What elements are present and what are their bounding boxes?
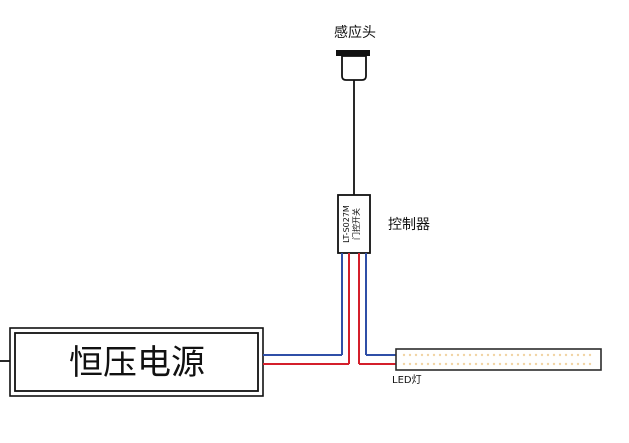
led-dot: [420, 362, 424, 366]
led-dot: [480, 353, 484, 357]
led-dot: [456, 362, 460, 366]
led-dot: [552, 353, 556, 357]
controller-box: LT-S027M 门控开关: [337, 194, 371, 254]
led-dot: [492, 362, 496, 366]
power-supply: 恒压电源: [0, 327, 264, 397]
led-dot: [474, 362, 478, 366]
led-dot: [462, 362, 466, 366]
led-dot: [546, 362, 550, 366]
led-dot: [534, 353, 538, 357]
led-dot: [426, 362, 430, 366]
led-dot: [564, 362, 568, 366]
led-strip: [395, 348, 602, 371]
led-dot: [558, 362, 562, 366]
led-dot: [504, 362, 508, 366]
led-dot: [582, 362, 586, 366]
led-dot: [486, 362, 490, 366]
led-dot: [408, 353, 412, 357]
led-dot: [546, 353, 550, 357]
controller-wires: [341, 253, 367, 364]
led-dot: [432, 353, 436, 357]
led-dot: [540, 362, 544, 366]
led-dot: [474, 353, 478, 357]
led-dot: [528, 362, 532, 366]
controller-model-label: LT-S027M: [342, 205, 351, 243]
led-dot: [462, 353, 466, 357]
led-dot: [438, 353, 442, 357]
led-dot: [444, 362, 448, 366]
led-dot: [564, 353, 568, 357]
led-dot: [498, 353, 502, 357]
led-dot: [402, 362, 406, 366]
led-dot: [486, 353, 490, 357]
led-dot: [522, 353, 526, 357]
led-dot: [552, 362, 556, 366]
led-dot: [540, 353, 544, 357]
led-dot: [528, 353, 532, 357]
power-output-wires: [263, 354, 349, 365]
led-dot: [432, 362, 436, 366]
led-dot: [492, 353, 496, 357]
led-dot: [420, 353, 424, 357]
led-dot: [576, 362, 580, 366]
led-dot: [450, 362, 454, 366]
led-dot: [414, 362, 418, 366]
sensor-label: 感应头: [334, 24, 376, 41]
led-dot: [570, 353, 574, 357]
sensor-head: [336, 50, 370, 81]
led-dot: [468, 362, 472, 366]
led-dot: [438, 362, 442, 366]
led-dot: [522, 362, 526, 366]
led-dot: [468, 353, 472, 357]
led-dot: [588, 353, 592, 357]
controller-label: 控制器: [388, 217, 430, 233]
led-dot: [426, 353, 430, 357]
led-label: LED灯: [392, 374, 422, 386]
led-dot: [408, 362, 412, 366]
led-dot: [504, 353, 508, 357]
led-dots: [402, 353, 592, 366]
led-dot: [510, 353, 514, 357]
led-dot: [558, 353, 562, 357]
led-dot: [576, 353, 580, 357]
led-dot: [516, 353, 520, 357]
led-dot: [450, 353, 454, 357]
led-dot: [498, 362, 502, 366]
led-dot: [588, 362, 592, 366]
led-dot: [480, 362, 484, 366]
led-output-wires: [359, 354, 396, 365]
led-dot: [570, 362, 574, 366]
led-dot: [414, 353, 418, 357]
led-dot: [516, 362, 520, 366]
led-dot: [444, 353, 448, 357]
power-supply-label: 恒压电源: [69, 343, 205, 383]
controller-function-label: 门控开关: [351, 208, 361, 240]
led-dot: [534, 362, 538, 366]
led-dot: [510, 362, 514, 366]
led-dot: [402, 353, 406, 357]
led-dot: [456, 353, 460, 357]
led-dot: [582, 353, 586, 357]
